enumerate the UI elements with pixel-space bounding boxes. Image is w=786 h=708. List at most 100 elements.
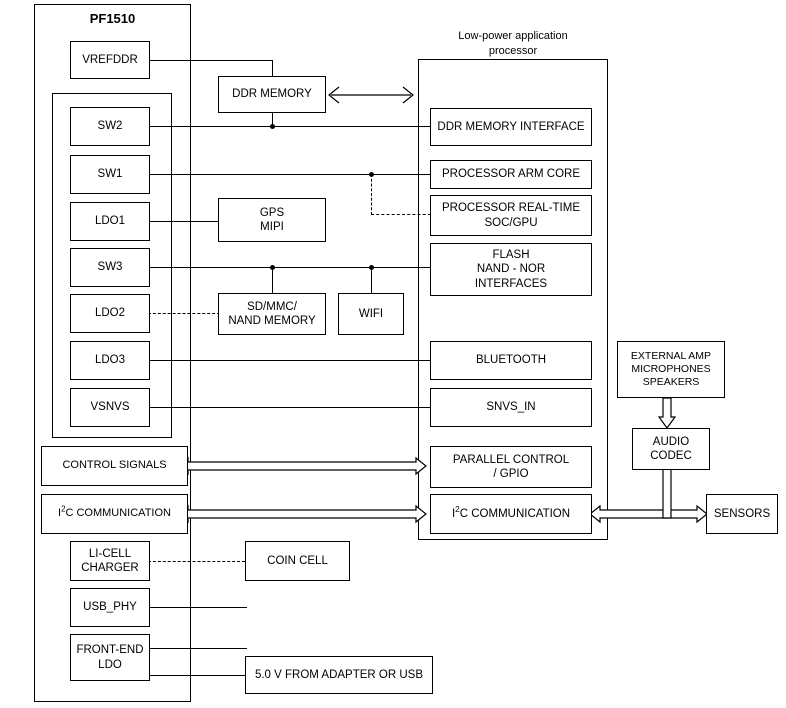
block-wifi[interactable]: WIFI xyxy=(338,293,404,335)
block-coin-cell-label: COIN CELL xyxy=(267,554,328,567)
block-li-cell-charger[interactable]: LI-CELL CHARGER xyxy=(70,541,150,581)
block-ddr-memory-label: DDR MEMORY xyxy=(232,88,312,101)
block-vrefddr[interactable]: VREFDDR xyxy=(70,41,150,79)
processor-outer-boundary xyxy=(418,59,608,540)
block-usb-phy-label: USB_PHY xyxy=(83,601,137,614)
wire-usb-phy-stub xyxy=(148,607,247,608)
block-flash-line-1: FLASH xyxy=(492,248,530,261)
wire-sw2-to-ddr-interface xyxy=(148,126,436,127)
block-parallel-control-gpio[interactable]: PARALLEL CONTROL / GPIO xyxy=(430,446,592,488)
block-sensors-label: SENSORS xyxy=(713,507,771,520)
block-front-end-ldo-line-2: LDO xyxy=(98,658,122,671)
block-ldo1[interactable]: LDO1 xyxy=(70,202,150,241)
processor-caption-line-1: Low-power application xyxy=(458,30,568,42)
block-i2c-communication-pmic[interactable]: I2C COMMUNICATION xyxy=(41,494,188,534)
block-control-signals[interactable]: CONTROL SIGNALS xyxy=(41,446,188,486)
processor-caption: Low-power application processor xyxy=(423,29,603,59)
page-title: PF1510 xyxy=(89,11,136,26)
wire-front-end-ldo-stub-upper xyxy=(148,648,247,649)
block-audio-codec-line-2: CODEC xyxy=(650,450,692,462)
block-sw2-label: SW2 xyxy=(97,120,123,133)
block-external-amp-line-1: EXTERNAL AMP xyxy=(630,349,712,362)
block-audio-codec-line-1: AUDIO xyxy=(652,435,690,448)
wire-sw1-branch-to-soc-gpu-dashed xyxy=(371,214,436,215)
block-ddr-memory-interface[interactable]: DDR MEMORY INTERFACE xyxy=(430,108,592,146)
wire-ldo2-to-sdmmc-dashed xyxy=(148,313,220,314)
junction-dot-sw3-wifi xyxy=(369,265,374,270)
pf1510-regulator-group xyxy=(52,93,172,438)
block-ddr-memory[interactable]: DDR MEMORY xyxy=(218,76,326,113)
block-ldo3[interactable]: LDO3 xyxy=(70,341,150,380)
block-ldo2[interactable]: LDO2 xyxy=(70,294,150,333)
arrow-control-signals-bus xyxy=(177,456,427,476)
block-vrefddr-label: VREFDDR xyxy=(82,53,138,66)
wire-vsnvs-to-snvs-in xyxy=(148,407,436,408)
block-vsnvs-label: VSNVS xyxy=(90,401,130,414)
arrow-i2c-bus-pmic-processor xyxy=(177,504,427,524)
block-external-amp-line-3: SPEAKERS xyxy=(642,376,700,389)
pf1510-outer-boundary xyxy=(34,4,191,702)
block-bluetooth-label: BLUETOOTH xyxy=(475,354,547,367)
block-i2c-communication-pmic-label: I2C COMMUNICATION xyxy=(58,504,171,520)
block-processor-real-time-soc-gpu[interactable]: PROCESSOR REAL-TIME SOC/GPU xyxy=(430,195,592,236)
block-external-amp[interactable]: EXTERNAL AMP MICROPHONES SPEAKERS xyxy=(617,341,725,398)
block-flash-line-2: NAND - NOR xyxy=(476,263,546,276)
block-usb-phy[interactable]: USB_PHY xyxy=(70,588,150,627)
block-li-cell-charger-line-2: CHARGER xyxy=(81,562,139,574)
block-gps-mipi-line-1: GPS xyxy=(259,206,285,219)
wire-sw1-branch-down-dashed xyxy=(371,174,372,215)
junction-dot-sw3-sdmmc xyxy=(270,265,275,270)
block-sw3-label: SW3 xyxy=(97,261,123,274)
block-sw3[interactable]: SW3 xyxy=(70,248,150,287)
block-ldo2-label: LDO2 xyxy=(94,307,126,320)
block-snvs-in-label: SNVS_IN xyxy=(486,401,536,414)
block-adapter-supply[interactable]: 5.0 V FROM ADAPTER OR USB xyxy=(245,656,433,694)
block-sw1-label: SW1 xyxy=(97,168,123,181)
block-front-end-ldo-line-1: FRONT-END xyxy=(76,644,144,657)
block-vsnvs[interactable]: VSNVS xyxy=(70,388,150,427)
block-processor-arm-core[interactable]: PROCESSOR ARM CORE xyxy=(430,160,592,189)
wire-ldo3-to-bluetooth xyxy=(148,360,436,361)
junction-dot-ddr-sw2 xyxy=(270,124,275,129)
block-parallel-control-gpio-line-2: / GPIO xyxy=(493,468,529,480)
wire-ldo1-to-gps-mipi xyxy=(148,221,220,222)
block-front-end-ldo[interactable]: FRONT-END LDO xyxy=(70,634,150,681)
block-coin-cell[interactable]: COIN CELL xyxy=(245,541,350,581)
wire-vrefddr-down-to-ddr xyxy=(272,60,273,82)
block-i2c-communication-processor-label: I2C COMMUNICATION xyxy=(451,504,571,520)
wire-sw1-to-arm-core xyxy=(148,174,436,175)
block-flash-nand-nor-interfaces[interactable]: FLASH NAND - NOR INTERFACES xyxy=(430,243,592,296)
block-ldo1-label: LDO1 xyxy=(94,215,126,228)
wire-sw3-drop-to-wifi xyxy=(371,267,372,294)
wire-front-end-ldo-to-adapter xyxy=(148,675,245,676)
block-control-signals-label: CONTROL SIGNALS xyxy=(62,459,167,472)
block-sw1[interactable]: SW1 xyxy=(70,155,150,194)
wire-sw3-drop-to-sdmmc xyxy=(272,267,273,294)
block-gps-mipi[interactable]: GPS MIPI xyxy=(218,198,326,242)
block-wifi-label: WIFI xyxy=(358,307,384,320)
arrow-external-amp-to-audio-codec xyxy=(657,397,677,430)
block-ddr-memory-interface-label: DDR MEMORY INTERFACE xyxy=(437,120,585,133)
wire-sw3-to-flash xyxy=(148,267,436,268)
block-snvs-in[interactable]: SNVS_IN xyxy=(430,388,592,427)
arrow-ddr-memory-to-processor xyxy=(328,86,414,104)
block-sd-mmc-nand-memory-line-2: NAND MEMORY xyxy=(228,315,316,327)
block-audio-codec[interactable]: AUDIO CODEC xyxy=(632,428,710,470)
block-sw2[interactable]: SW2 xyxy=(70,107,150,146)
block-adapter-supply-label: 5.0 V FROM ADAPTER OR USB xyxy=(254,668,424,681)
block-processor-real-time-soc-gpu-line-2: SOC/GPU xyxy=(484,216,538,229)
block-flash-line-3: INTERFACES xyxy=(474,277,548,290)
block-sd-mmc-nand-memory[interactable]: SD/MMC/ NAND MEMORY xyxy=(218,293,326,335)
block-i2c-communication-processor[interactable]: I2C COMMUNICATION xyxy=(430,494,592,534)
block-processor-arm-core-label: PROCESSOR ARM CORE xyxy=(441,168,581,181)
block-gps-mipi-line-2: MIPI xyxy=(260,221,284,233)
block-ldo3-label: LDO3 xyxy=(94,354,126,367)
block-external-amp-line-2: MICROPHONES xyxy=(631,362,711,375)
block-bluetooth[interactable]: BLUETOOTH xyxy=(430,341,592,380)
processor-caption-line-2: processor xyxy=(488,44,538,57)
block-sensors[interactable]: SENSORS xyxy=(706,494,778,534)
wire-li-cell-to-coin-cell-dashed xyxy=(148,561,245,562)
junction-dot-sw1-branch xyxy=(369,172,374,177)
block-parallel-control-gpio-line-1: PARALLEL CONTROL xyxy=(452,453,570,466)
